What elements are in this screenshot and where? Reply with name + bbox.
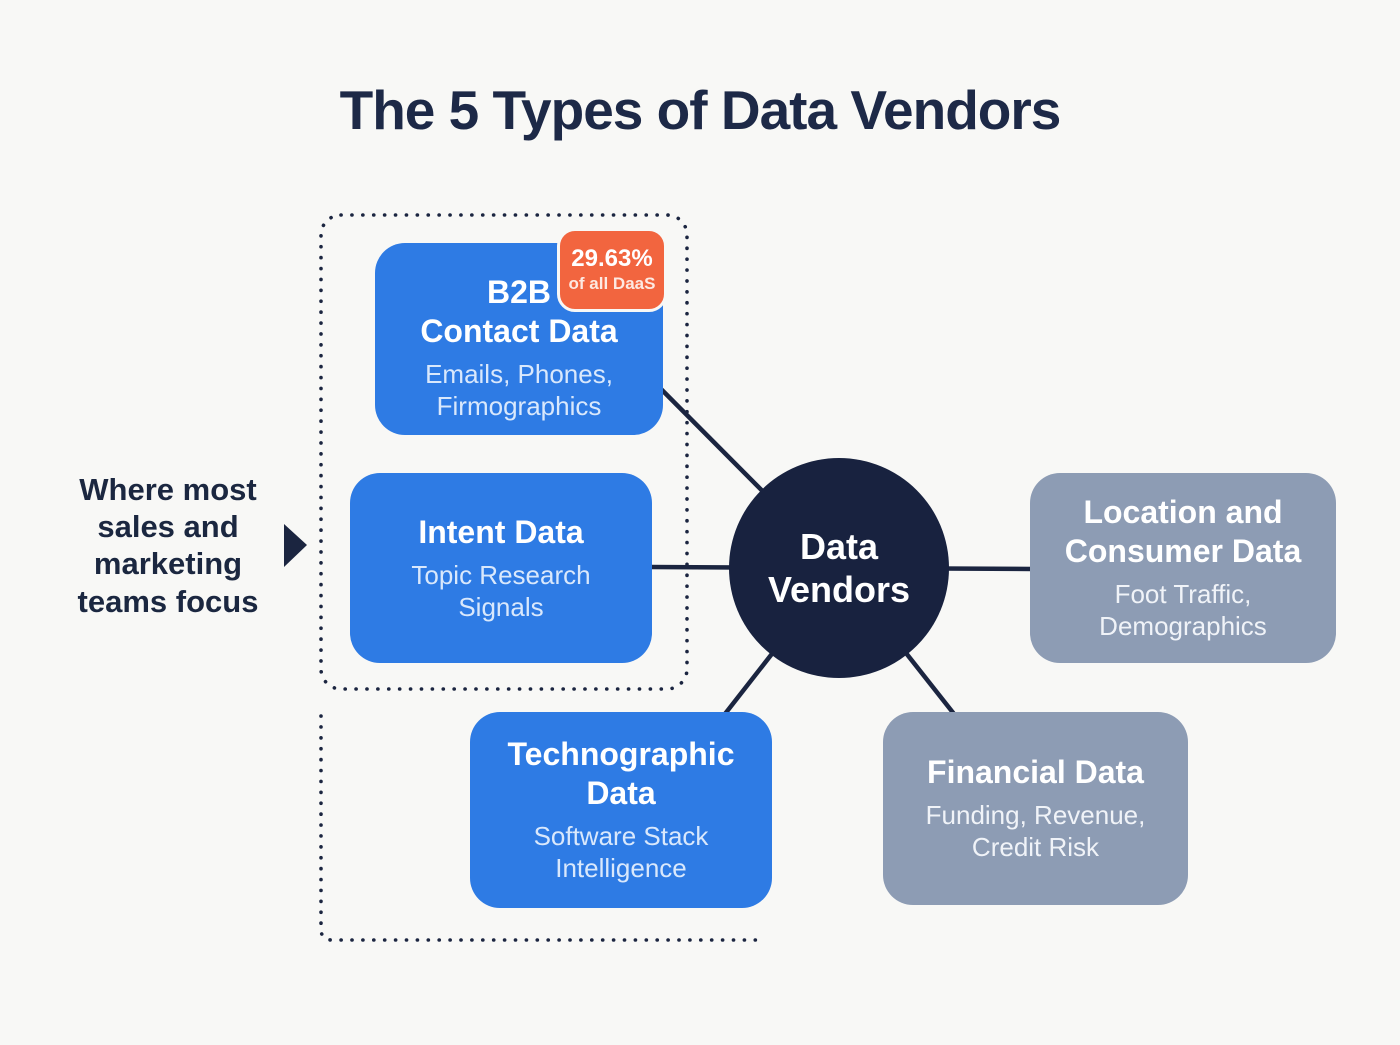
badge-value: 29.63% bbox=[571, 244, 653, 272]
node-title: Location and Consumer Data bbox=[1064, 494, 1302, 569]
node-subtitle: Topic Research Signals bbox=[411, 559, 591, 622]
focus-group-border bbox=[319, 213, 689, 691]
side-note: Where most sales and marketing teams foc… bbox=[77, 472, 259, 619]
node-subtitle: Foot Traffic, Demographics bbox=[1099, 579, 1267, 641]
node-title: B2B Contact Data bbox=[420, 274, 618, 349]
node-subtitle: Emails, Phones, Firmographics bbox=[425, 359, 613, 421]
arrow-right-icon bbox=[284, 524, 307, 567]
node-subtitle: Funding, Revenue, Credit Risk bbox=[925, 800, 1146, 863]
node-technographic-data: Technographic Data Software Stack Intell… bbox=[470, 712, 772, 908]
node-location-consumer-data: Location and Consumer Data Foot Traffic,… bbox=[1030, 473, 1336, 663]
node-financial-data: Financial Data Funding, Revenue, Credit … bbox=[883, 712, 1188, 905]
hub-label: Data Vendors bbox=[767, 525, 911, 610]
node-title: Intent Data bbox=[418, 513, 584, 550]
page-title: The 5 Types of Data Vendors bbox=[339, 79, 1062, 141]
badge-caption: of all DaaS bbox=[568, 274, 656, 294]
node-subtitle: Software Stack Intelligence bbox=[533, 821, 709, 883]
hub-data-vendors: Data Vendors bbox=[729, 458, 949, 678]
daas-share-badge: 29.63% of all DaaS bbox=[557, 228, 667, 312]
node-title: Financial Data bbox=[927, 754, 1144, 791]
node-title: Technographic Data bbox=[507, 736, 735, 811]
node-intent-data: Intent Data Topic Research Signals bbox=[350, 473, 652, 663]
